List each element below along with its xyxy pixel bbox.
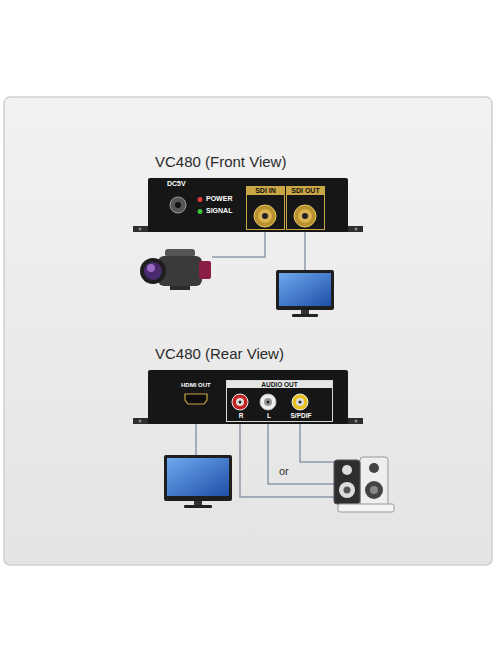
power-led: [198, 197, 203, 202]
screw-hole: [355, 420, 358, 423]
bnc-connector: [254, 205, 276, 227]
cable-line: [195, 424, 197, 455]
panel-heading: AUDIO OUT: [227, 381, 332, 388]
view-heading: VC480 (Rear View): [155, 345, 284, 362]
rca-jack: [232, 394, 248, 410]
rca-jack: [292, 394, 308, 410]
monitor-icon: [276, 270, 334, 317]
port-label: DC5V: [167, 180, 186, 188]
cable-line: [268, 424, 334, 484]
sdi-out-port: SDI OUT: [286, 186, 325, 230]
dc-jack: [175, 202, 181, 208]
jack-label: R: [231, 412, 251, 419]
screw-hole: [355, 228, 358, 231]
speaker-icon: [334, 457, 394, 512]
monitor-icon: [164, 455, 232, 508]
signal-led: [198, 209, 203, 214]
bnc-connector: [294, 205, 316, 227]
screw-hole: [139, 228, 142, 231]
cable-line: [300, 424, 334, 462]
jack-label: S/PDIF: [283, 412, 319, 419]
led-label: POWER: [206, 195, 232, 203]
port-label: SDI IN: [247, 187, 284, 195]
camcorder-icon: [140, 249, 211, 290]
converter-rear: VC480 (Rear View)HDMI OUTAUDIO OUTRLS/PD…: [148, 370, 348, 424]
background-panel: [4, 97, 492, 565]
led-label: SIGNAL: [206, 207, 232, 215]
audio-out-panel: AUDIO OUT R L S/PDIF: [226, 380, 333, 422]
cable-line: [240, 424, 334, 497]
view-heading: VC480 (Front View): [155, 153, 286, 170]
converter-front: VC480 (Front View)DC5VPOWERSIGNALSDI INS…: [148, 178, 348, 232]
port-label: HDMI OUT: [181, 382, 211, 389]
port-label: SDI OUT: [287, 187, 324, 195]
screw-hole: [139, 420, 142, 423]
sdi-in-port: SDI IN: [246, 186, 285, 230]
cable-line: [304, 232, 306, 270]
rca-jack: [260, 394, 276, 410]
jack-label: L: [259, 412, 279, 419]
dc-jack: [170, 197, 186, 213]
cable-line: [212, 232, 265, 257]
hdmi-port: [185, 394, 207, 404]
note-label: or: [279, 465, 289, 478]
